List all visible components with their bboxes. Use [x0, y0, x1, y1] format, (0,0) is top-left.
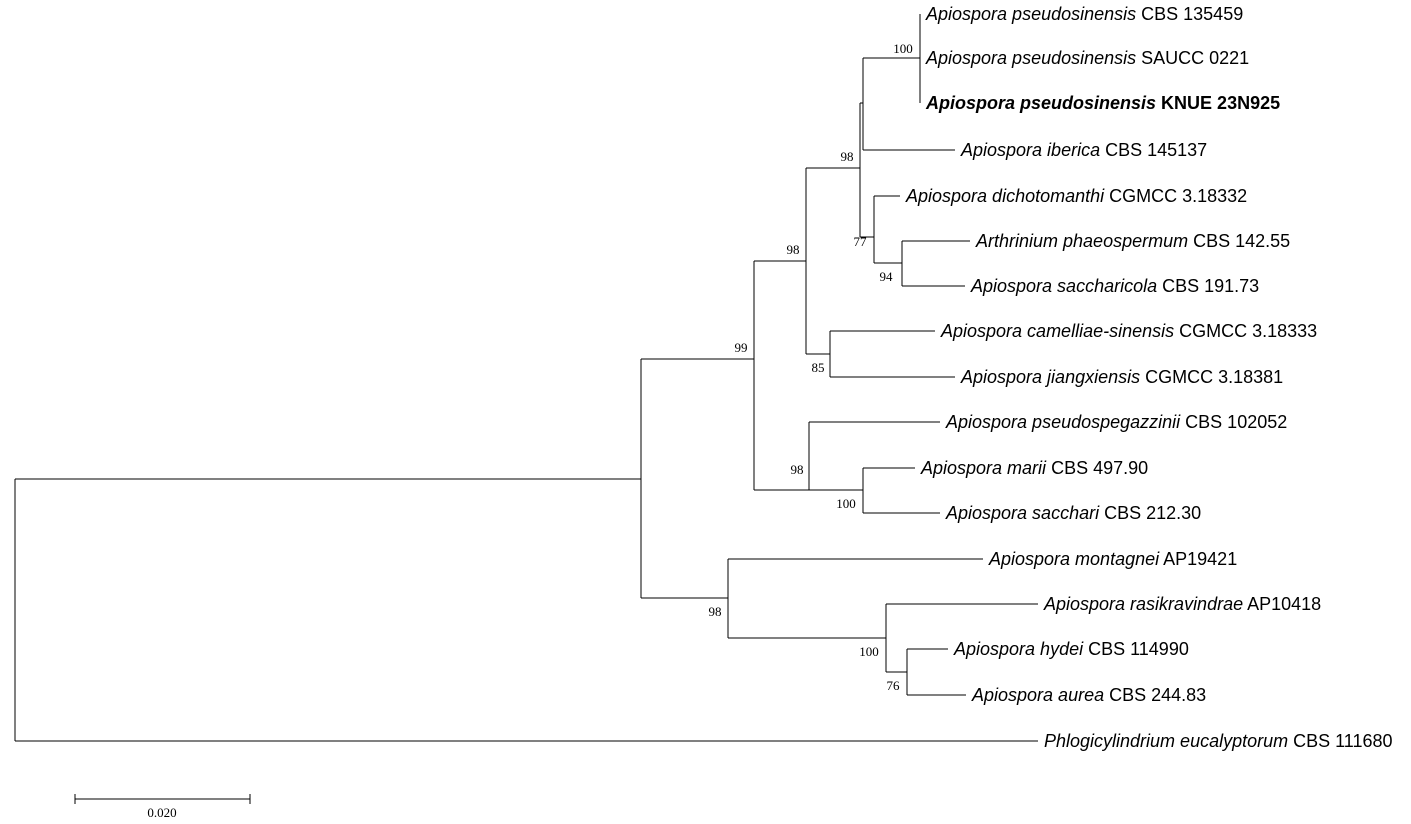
taxon-species: Apiospora hydei	[953, 639, 1084, 659]
taxon-species: Apiospora jiangxiensis	[960, 367, 1140, 387]
scale-bar: 0.020	[74, 794, 251, 820]
taxon-label-t4: Apiospora iberica CBS 145137	[960, 140, 1207, 160]
taxon-species: Apiospora pseudosinensis	[925, 4, 1136, 24]
taxon-label-t1: Apiospora pseudosinensis CBS 135459	[925, 4, 1243, 24]
bootstrap-n_camel: 85	[812, 360, 825, 375]
taxon-strain: AP19421	[1159, 549, 1237, 569]
taxon-species: Arthrinium phaeospermum	[975, 231, 1188, 251]
bootstrap-n_upper: 98	[787, 242, 800, 257]
taxon-species: Apiospora iberica	[960, 140, 1100, 160]
bootstrap-n_marii: 98	[791, 462, 804, 477]
taxon-label-t15: Apiospora hydei CBS 114990	[953, 639, 1189, 659]
taxon-label-t3: Apiospora pseudosinensis KNUE 23N925	[925, 93, 1280, 113]
bootstrap-n_hydei: 76	[887, 678, 901, 693]
taxon-label-t13: Apiospora montagnei AP19421	[988, 549, 1237, 569]
bootstrap-n_montag: 98	[709, 604, 722, 619]
taxon-species: Apiospora marii	[920, 458, 1047, 478]
taxon-strain: CBS 244.83	[1104, 685, 1206, 705]
tree-branches	[14, 14, 1038, 742]
bootstrap-n_dicho: 77	[854, 234, 868, 249]
taxon-strain: CGMCC 3.18332	[1104, 186, 1247, 206]
taxon-strain: AP10418	[1243, 594, 1321, 614]
taxon-strain: CBS 212.30	[1099, 503, 1201, 523]
taxon-label-t11: Apiospora marii CBS 497.90	[920, 458, 1148, 478]
taxon-species: Apiospora pseudosinensis	[925, 48, 1136, 68]
taxon-label-t14: Apiospora rasikravindrae AP10418	[1043, 594, 1321, 614]
taxon-species: Apiospora pseudospegazzinii	[945, 412, 1181, 432]
bootstrap-n_main: 99	[735, 340, 748, 355]
taxon-label-t5: Apiospora dichotomanthi CGMCC 3.18332	[905, 186, 1247, 206]
bootstrap-n_iberica: 98	[841, 149, 854, 164]
taxon-label-t2: Apiospora pseudosinensis SAUCC 0221	[925, 48, 1249, 68]
taxon-strain: CBS 111680	[1288, 731, 1392, 751]
taxon-strain: CBS 135459	[1136, 4, 1243, 24]
bootstrap-n_sacch: 100	[836, 496, 856, 511]
taxon-species: Phlogicylindrium eucalyptorum	[1044, 731, 1288, 751]
taxon-species: Apiospora camelliae-sinensis	[940, 321, 1174, 341]
taxon-species: Apiospora dichotomanthi	[905, 186, 1105, 206]
taxon-species: Apiospora saccharicola	[970, 276, 1157, 296]
bootstrap-n_pseudosinensis: 100	[893, 41, 913, 56]
taxon-label-t10: Apiospora pseudospegazzinii CBS 102052	[945, 412, 1287, 432]
bootstrap-labels: 100 98 98 77 94 85 99 98 100 98 100 76	[709, 41, 913, 693]
taxon-label-t9: Apiospora jiangxiensis CGMCC 3.18381	[960, 367, 1283, 387]
taxon-strain: SAUCC 0221	[1136, 48, 1249, 68]
taxon-species: Apiospora rasikravindrae	[1043, 594, 1243, 614]
scale-bar-label: 0.020	[147, 805, 176, 820]
taxon-label-t17: Phlogicylindrium eucalyptorum CBS 111680	[1044, 731, 1393, 751]
taxon-strain: CBS 145137	[1100, 140, 1207, 160]
taxon-label-t16: Apiospora aurea CBS 244.83	[971, 685, 1206, 705]
taxon-labels: Apiospora pseudosinensis CBS 135459Apios…	[905, 4, 1393, 751]
taxon-label-t8: Apiospora camelliae-sinensis CGMCC 3.183…	[940, 321, 1317, 341]
taxon-strain: CBS 114990	[1083, 639, 1189, 659]
taxon-species: Apiospora sacchari	[945, 503, 1100, 523]
bootstrap-n_rasik: 100	[859, 644, 879, 659]
taxon-strain: CBS 102052	[1180, 412, 1287, 432]
taxon-strain: CBS 497.90	[1046, 458, 1148, 478]
taxon-species: Apiospora aurea	[971, 685, 1104, 705]
taxon-species: Apiospora montagnei	[988, 549, 1160, 569]
taxon-species: Apiospora pseudosinensis	[925, 93, 1156, 113]
taxon-strain: CGMCC 3.18333	[1174, 321, 1317, 341]
bootstrap-n_phaeo: 94	[880, 269, 894, 284]
taxon-strain: CBS 191.73	[1157, 276, 1259, 296]
taxon-label-t12: Apiospora sacchari CBS 212.30	[945, 503, 1201, 523]
taxon-strain: CGMCC 3.18381	[1140, 367, 1283, 387]
taxon-label-t7: Apiospora saccharicola CBS 191.73	[970, 276, 1259, 296]
taxon-strain: KNUE 23N925	[1156, 93, 1280, 113]
taxon-strain: CBS 142.55	[1188, 231, 1290, 251]
taxon-label-t6: Arthrinium phaeospermum CBS 142.55	[975, 231, 1290, 251]
